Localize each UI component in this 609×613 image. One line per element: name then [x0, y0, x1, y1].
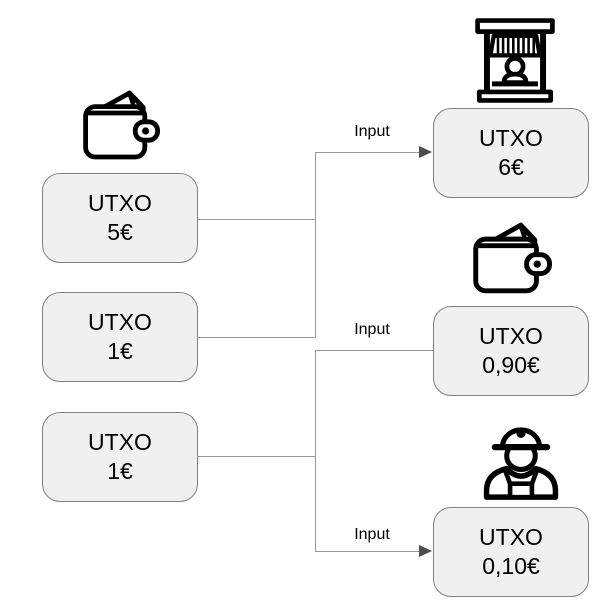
output-utxo-box-change: UTXO 0,90€: [433, 306, 589, 396]
edge-label-input-1: Input: [354, 123, 390, 140]
arrowhead: [419, 146, 432, 158]
edge-label-input-2: Input: [354, 321, 390, 338]
utxo-label: UTXO: [88, 309, 152, 335]
connector-line: [315, 350, 316, 552]
utxo-amount: 0,90€: [482, 352, 540, 378]
connector-line: [315, 152, 419, 153]
utxo-label: UTXO: [88, 429, 152, 455]
input-utxo-box-2: UTXO 1€: [42, 292, 198, 382]
arrowhead: [419, 545, 432, 557]
merchant-storefront-icon: [472, 18, 558, 103]
output-utxo-box-fee: UTXO 0,10€: [433, 507, 589, 597]
output-utxo-box-merchant: UTXO 6€: [433, 108, 589, 198]
miner-icon: [479, 413, 563, 504]
input-utxo-box-3: UTXO 1€: [42, 412, 198, 502]
utxo-label: UTXO: [479, 524, 543, 550]
utxo-label: UTXO: [479, 125, 543, 151]
utxo-amount: 6€: [498, 154, 524, 180]
connector-line: [198, 219, 316, 220]
utxo-amount: 1€: [107, 338, 133, 364]
connector-line: [197, 337, 316, 338]
input-utxo-box-1: UTXO 5€: [42, 173, 198, 263]
connector-line: [315, 551, 419, 552]
utxo-label: UTXO: [88, 190, 152, 216]
change-wallet-icon: [470, 217, 552, 299]
utxo-amount: 0,10€: [482, 553, 540, 579]
edge-label-input-3: Input: [354, 526, 390, 543]
utxo-label: UTXO: [479, 323, 543, 349]
source-wallet-icon: [80, 84, 160, 166]
utxo-amount: 1€: [107, 458, 133, 484]
utxo-amount: 5€: [107, 219, 133, 245]
connector-line: [315, 152, 316, 338]
connector-line: [315, 350, 433, 351]
connector-line: [197, 456, 316, 457]
